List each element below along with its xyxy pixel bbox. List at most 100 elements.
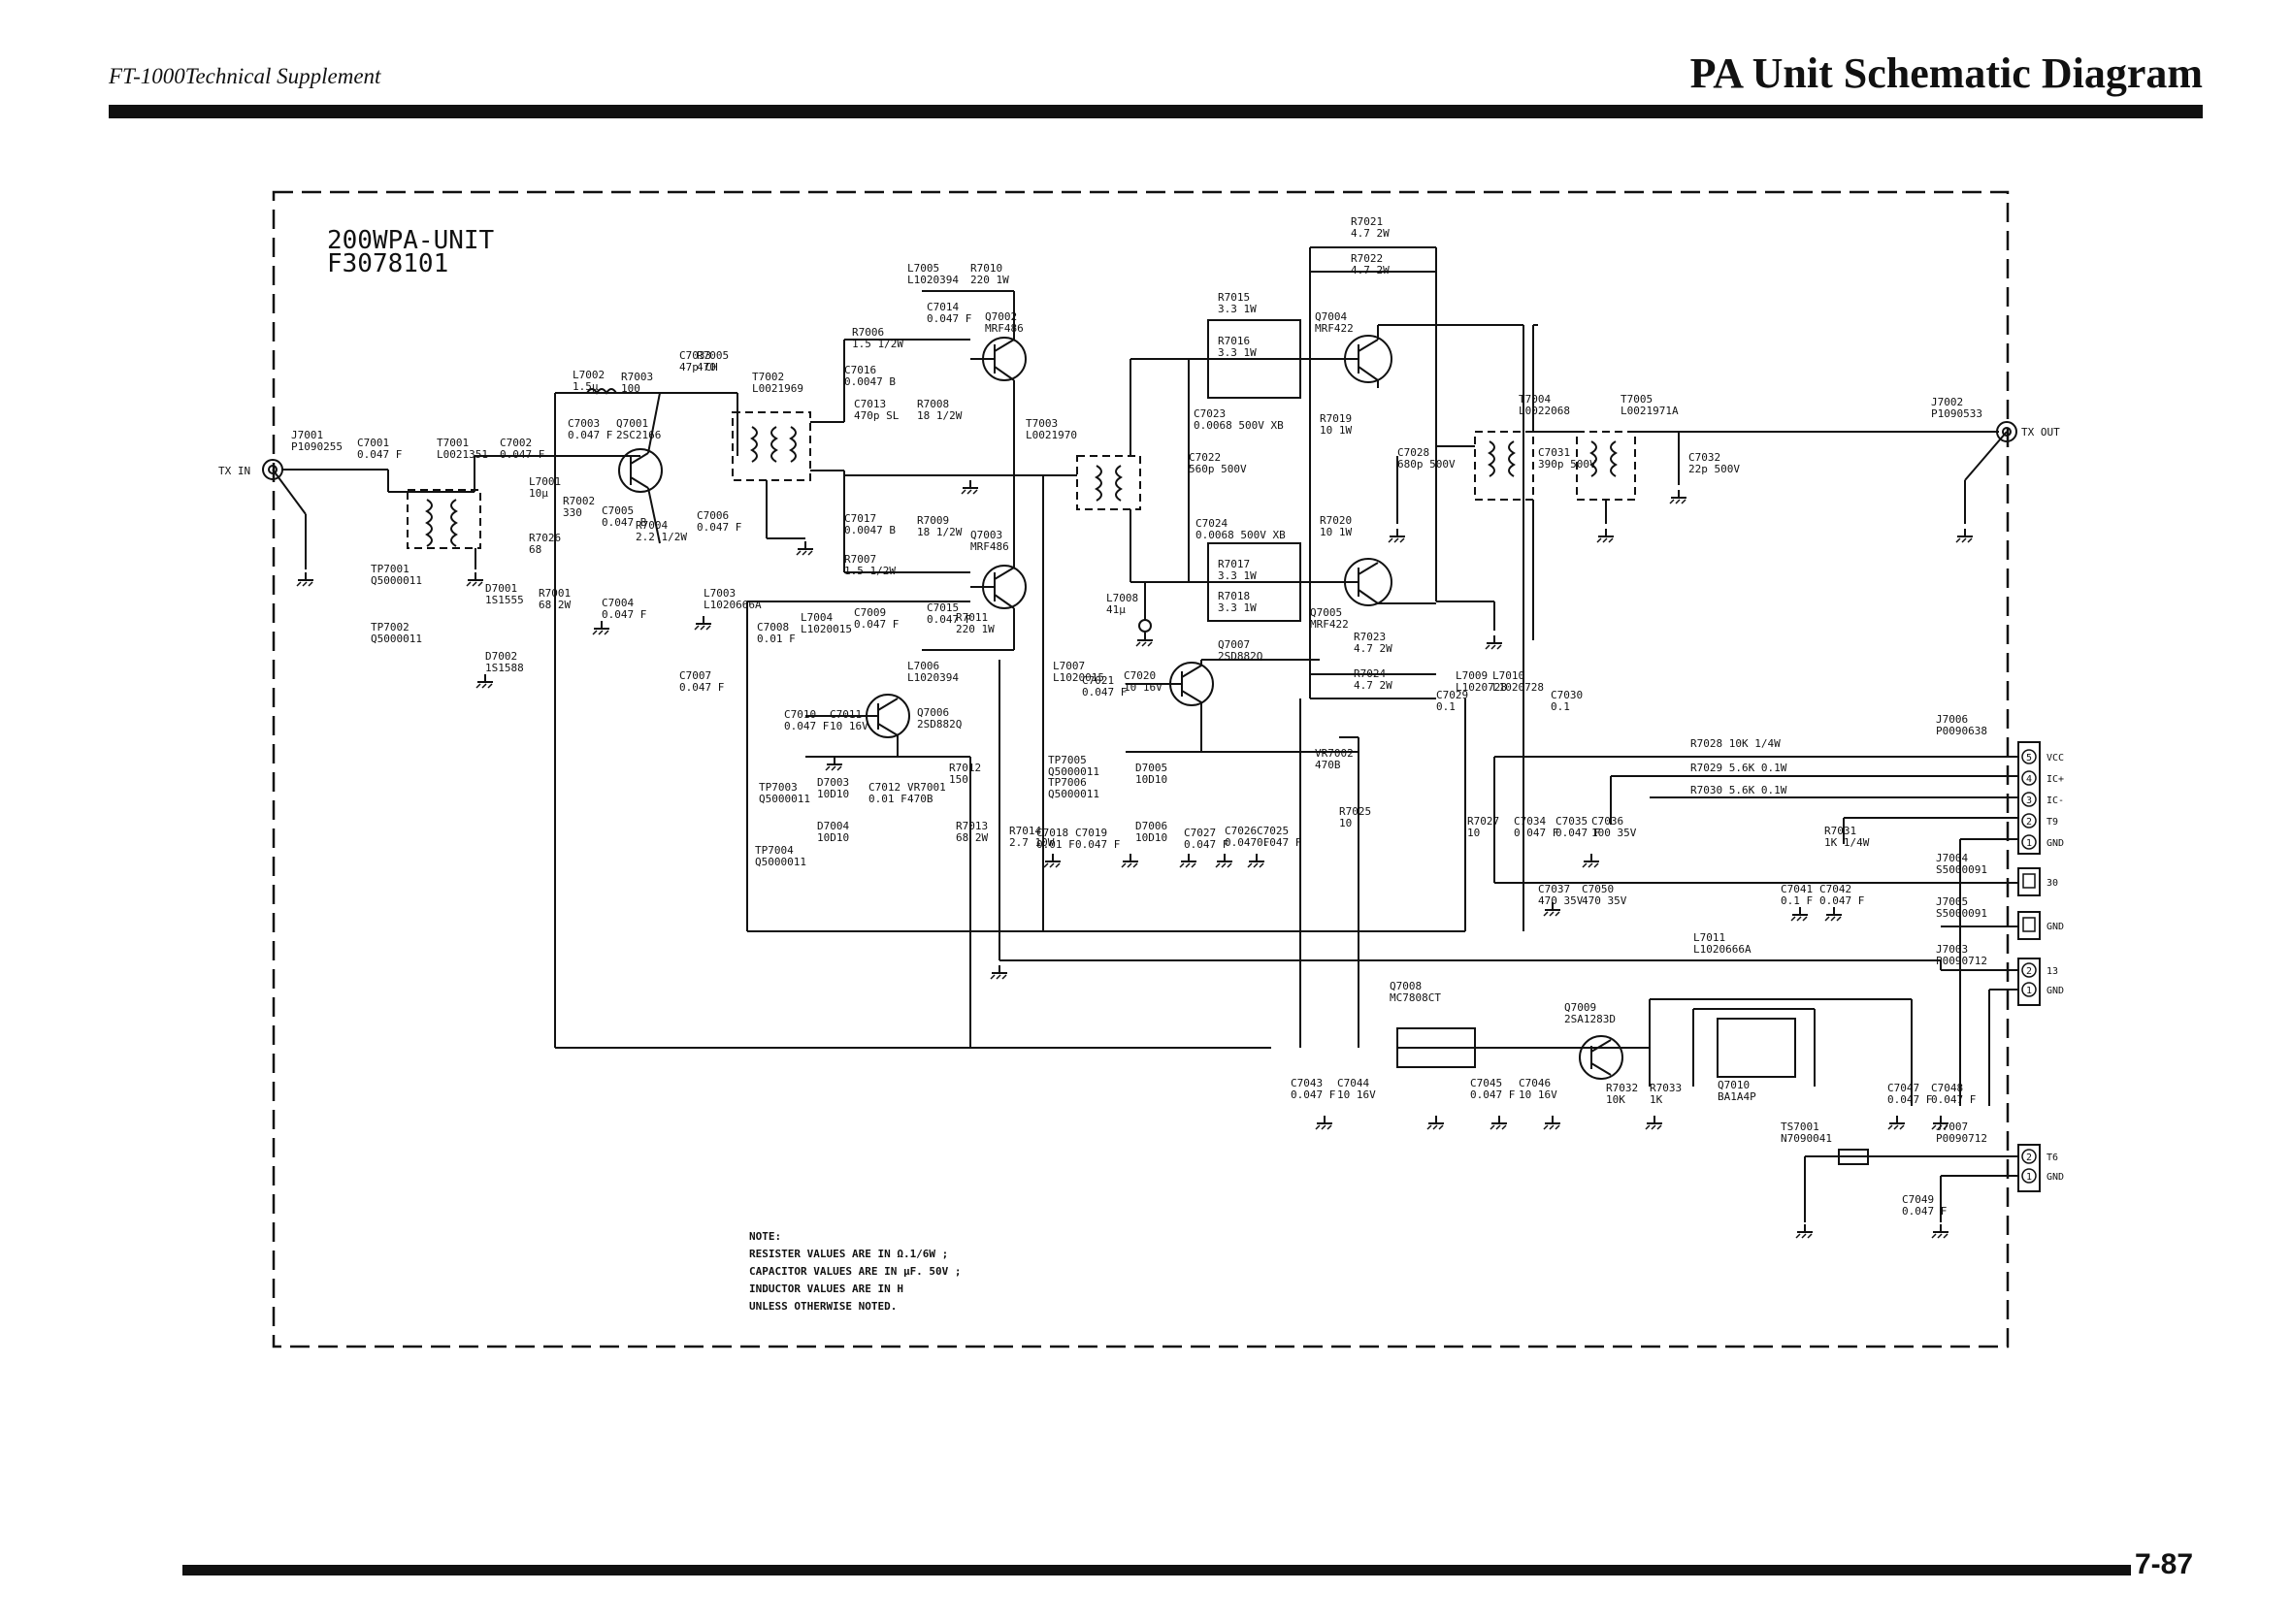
note-line: CAPACITOR VALUES ARE IN μF. 50V ; <box>749 1265 962 1278</box>
ground-icon <box>1485 634 1503 650</box>
jack-symbol <box>2022 917 2036 932</box>
page-number: 7-87 <box>2135 1548 2194 1580</box>
page-title: PA Unit Schematic Diagram <box>1689 49 2203 97</box>
ground-icon <box>694 615 712 631</box>
wiring <box>262 246 2018 1222</box>
note-line: INDUCTOR VALUES ARE IN H <box>749 1283 903 1295</box>
pin-number: 2 <box>2026 817 2032 828</box>
pin-number: 2 <box>2026 966 2032 977</box>
pin-circle <box>2021 749 2037 764</box>
pin-number: 2 <box>2026 1153 2032 1163</box>
pin-label: VCC <box>2046 753 2064 763</box>
ground-icon <box>1931 1223 1949 1239</box>
top-rule <box>109 105 2203 118</box>
pin-label: GND <box>2046 986 2064 996</box>
tx-out-label: TX OUT <box>2021 426 2060 438</box>
ground-icon <box>1790 906 1809 922</box>
component-label: R7028 10K 1/4W <box>1690 737 1781 750</box>
ground-icon <box>1121 853 1139 868</box>
pin-circle <box>2021 982 2037 997</box>
ground-icon <box>1543 1115 1561 1130</box>
ground-icon <box>1931 1115 1949 1130</box>
ground-icon <box>1135 632 1154 647</box>
component-label: R7030 5.6K 0.1W <box>1690 784 1787 796</box>
pin-circle <box>2021 792 2037 807</box>
pin-circle <box>2021 834 2037 850</box>
unit-part-number: F3078101 <box>327 249 448 278</box>
jack-symbol <box>2022 873 2036 889</box>
ground-icon <box>796 540 814 556</box>
ground-icon <box>1887 1115 1906 1130</box>
pin-number: 4 <box>2026 774 2032 785</box>
pin-label: T6 <box>2046 1153 2058 1163</box>
tx-in-label: TX IN <box>218 465 250 477</box>
ground-icon <box>1955 528 1974 543</box>
ground-icon <box>1388 528 1406 543</box>
ground-icon <box>1669 489 1687 504</box>
jack-label: 30 <box>2046 878 2058 889</box>
ground-icon <box>1582 853 1600 868</box>
note-block: NOTE: RESISTER VALUES ARE IN Ω.1/6W ; CA… <box>749 1230 962 1313</box>
ground-icon <box>1179 853 1197 868</box>
ground-icon <box>961 479 979 495</box>
